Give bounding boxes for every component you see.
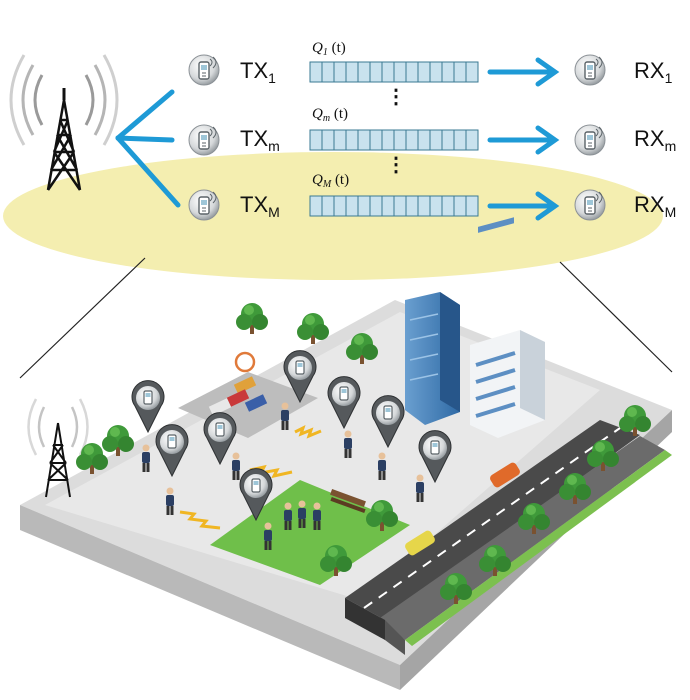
tx-m-label: TXm (240, 126, 280, 154)
rx-M-label: RXM (634, 192, 677, 220)
queue-2-slot (465, 195, 479, 217)
queue-2-slot (393, 195, 407, 217)
queue-2-slot (441, 195, 455, 217)
tx-m-phone-device-icon (188, 124, 220, 156)
queue-2-slot (309, 195, 323, 217)
queue-1-slot (417, 129, 431, 151)
queue-1-slot (345, 129, 359, 151)
queue-0-slot (333, 61, 347, 83)
queue-1-slot (333, 129, 347, 151)
queue-2-slot (357, 195, 371, 217)
queue-1-slot (381, 129, 395, 151)
queue-0-slot (321, 61, 335, 83)
queue-1-slot (321, 129, 335, 151)
link-arrows (487, 57, 560, 221)
queue-1-slot (369, 129, 383, 151)
queue-1-slot (453, 129, 467, 151)
ellipsis-lower: ⋮ (386, 154, 406, 176)
queue-2-slot (429, 195, 443, 217)
rx-m-label: RXm (634, 126, 677, 154)
tx-1-phone-device-icon (188, 54, 220, 86)
queue-buffers (309, 61, 479, 217)
queue-2-slot (369, 195, 383, 217)
queue-0-slot (357, 61, 371, 83)
queue-M-label: QM (t) (312, 172, 350, 190)
tx-M-phone-device-icon (188, 189, 220, 221)
queue-0-slot (441, 61, 455, 83)
queue-1-slot (441, 129, 455, 151)
queue-1-slot (357, 129, 371, 151)
rx-M-phone-device-icon (574, 189, 606, 221)
cell-tower-icon (9, 54, 119, 191)
queue-0-slot (345, 61, 359, 83)
queue-1-label: Q1 (t) (312, 40, 346, 58)
queue-0-slot (465, 61, 479, 83)
queue-0-slot (429, 61, 443, 83)
queue-1-slot (465, 129, 479, 151)
queue-0-slot (405, 61, 419, 83)
queue-2-slot (381, 195, 395, 217)
queue-1-slot (405, 129, 419, 151)
queue-0-slot (381, 61, 395, 83)
queue-2-slot (417, 195, 431, 217)
rx-1-label: RX1 (634, 58, 673, 86)
queue-1-slot (429, 129, 443, 151)
broadcast-fork (115, 89, 181, 208)
location-pin-icon (131, 380, 165, 433)
queue-0-slot (369, 61, 383, 83)
zoom-line-right (559, 261, 673, 373)
city-scene (20, 217, 672, 690)
queue-0-slot (393, 61, 407, 83)
queue-2-slot (453, 195, 467, 217)
rx-m-phone-device-icon (574, 124, 606, 156)
queue-2-slot (345, 195, 359, 217)
queue-1-slot (309, 129, 323, 151)
queue-0-slot (453, 61, 467, 83)
queue-0-slot (417, 61, 431, 83)
queue-0-slot (309, 61, 323, 83)
queue-m-label: Qm (t) (312, 106, 348, 124)
tx-1-label: TX1 (240, 58, 276, 86)
queue-2-slot (333, 195, 347, 217)
rx-1-phone-device-icon (574, 54, 606, 86)
queue-2-slot (321, 195, 335, 217)
ellipsis-upper: ⋮ (386, 86, 406, 108)
queue-2-slot (405, 195, 419, 217)
queue-1-slot (393, 129, 407, 151)
zoom-line-left (19, 257, 146, 379)
tx-M-label: TXM (240, 192, 280, 220)
